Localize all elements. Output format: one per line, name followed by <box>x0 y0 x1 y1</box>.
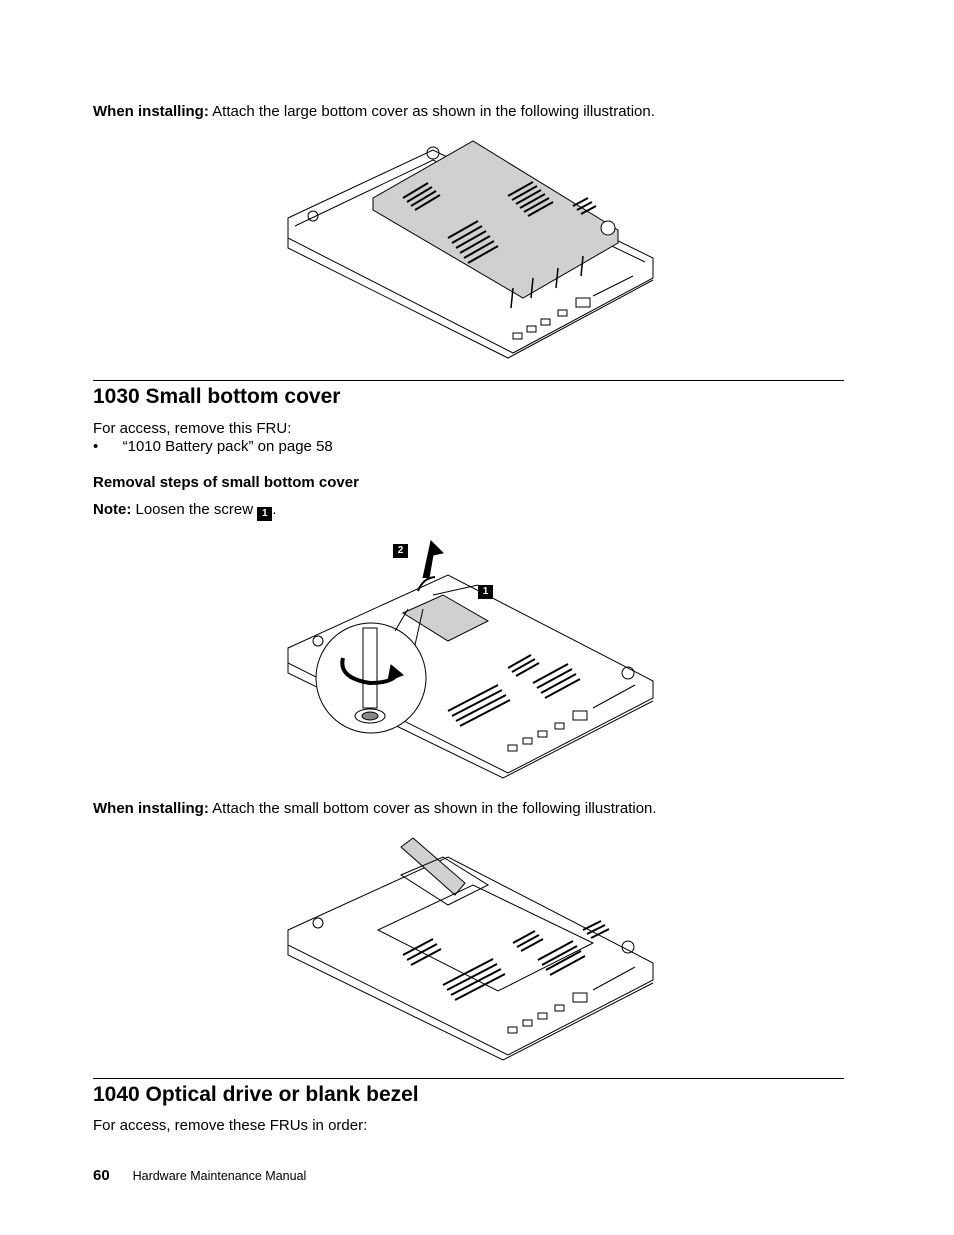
note-label: Note: <box>93 501 132 518</box>
access-list-item: • “1010 Battery pack” on page 58 <box>93 438 333 456</box>
illustration-small-cover-removal <box>287 539 654 779</box>
manual-title: Hardware Maintenance Manual <box>132 1169 307 1183</box>
access-text-1030: For access, remove this FRU: <box>93 420 292 437</box>
section-divider-1040 <box>93 1078 844 1079</box>
callout-2: 2 <box>393 538 408 558</box>
removal-steps-heading: Removal steps of small bottom cover <box>93 474 359 491</box>
section-heading-1040: 1040 Optical drive or blank bezel <box>93 1083 419 1106</box>
callout-1: 1 <box>478 579 493 599</box>
note-end: . <box>272 501 277 518</box>
install-label: When installing: <box>93 800 209 817</box>
illustration-small-cover-install <box>287 837 654 1061</box>
access-item-link: “1010 Battery pack” on page 58 <box>122 438 333 455</box>
section-heading-1030: 1030 Small bottom cover <box>93 385 341 408</box>
callout-badge-inline-1: 1 <box>257 507 273 521</box>
illustration-large-cover-install <box>287 140 654 359</box>
install-note-large-cover: When installing: Attach the large bottom… <box>93 103 655 121</box>
install-note-small-cover: When installing: Attach the small bottom… <box>93 800 657 818</box>
note-text: Loosen the screw <box>135 501 254 518</box>
callout-badge-1: 1 <box>478 585 493 599</box>
bullet-icon: • <box>93 438 99 455</box>
note-line: Note: Loosen the screw 1. <box>93 501 276 521</box>
page-number: 60 <box>93 1167 110 1184</box>
page-footer: 60 Hardware Maintenance Manual <box>93 1167 306 1185</box>
callout-badge-2: 2 <box>393 544 408 558</box>
section-divider-1030 <box>93 380 844 381</box>
install-text: Attach the small bottom cover as shown i… <box>212 800 657 817</box>
access-text-1040: For access, remove these FRUs in order: <box>93 1117 368 1134</box>
install-text: Attach the large bottom cover as shown i… <box>212 103 655 120</box>
install-label: When installing: <box>93 103 209 120</box>
